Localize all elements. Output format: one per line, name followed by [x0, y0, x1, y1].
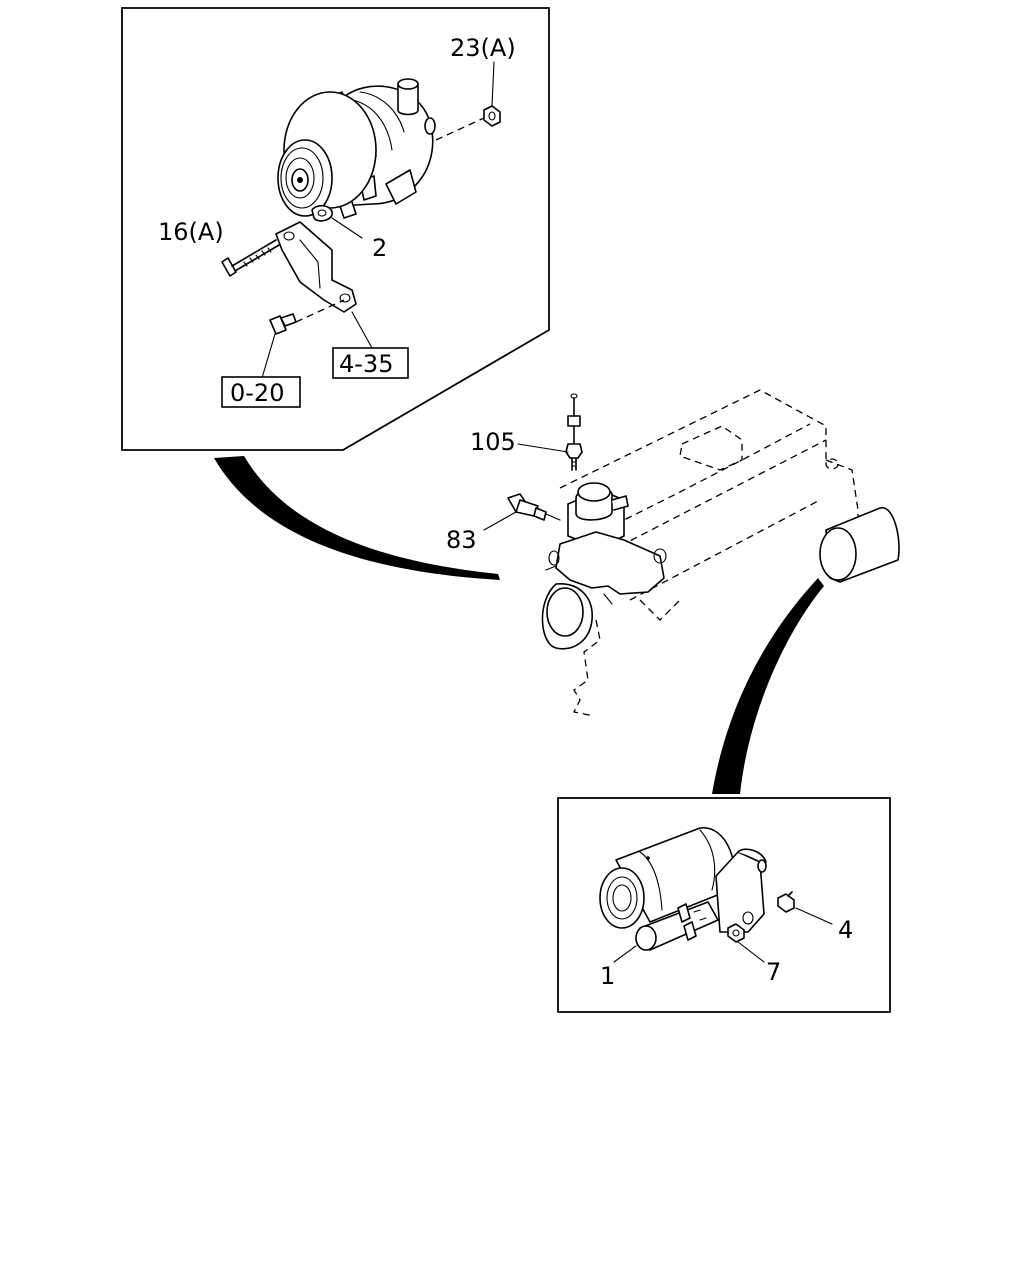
- callout-16a: 16(A): [158, 218, 224, 246]
- ref-box-0-20: [221, 376, 301, 408]
- bolt-0-20: [269, 313, 297, 335]
- sensor-105: [565, 393, 583, 471]
- starter-motor-illustration: [599, 827, 767, 951]
- bolt-4: [777, 891, 795, 913]
- ref-box-4-35: [332, 347, 409, 379]
- engine-outline: 105 83: [446, 389, 900, 717]
- starter-on-engine: [819, 507, 900, 583]
- ref-label-0-20: 0-20: [230, 379, 284, 407]
- alternator-inset-frame: [121, 7, 550, 451]
- callout-83: 83: [446, 526, 477, 554]
- ref-label-4-35: 4-35: [339, 350, 393, 378]
- starter-inset-frame: [557, 797, 891, 1013]
- nut-23a: [483, 105, 501, 127]
- callout-2: 2: [372, 234, 387, 262]
- alternator-inset-panel: 23(A) 16(A) 2 4-35 0-20: [121, 7, 550, 451]
- bolt-16a: [221, 239, 280, 277]
- callout-1: 1: [600, 962, 615, 990]
- bolt-7: [727, 923, 745, 943]
- sensor-83: [507, 493, 561, 521]
- callout-7: 7: [766, 958, 781, 986]
- callout-105: 105: [470, 428, 516, 456]
- starter-pointer-arrow: [712, 578, 824, 794]
- callout-23a: 23(A): [450, 34, 516, 62]
- mounting-bracket: [275, 221, 357, 313]
- alternator-illustration: [277, 78, 436, 222]
- alternator-pointer-arrow: [214, 456, 500, 580]
- callout-4: 4: [838, 916, 853, 944]
- starter-inset-panel: 4 1 7: [557, 797, 891, 1013]
